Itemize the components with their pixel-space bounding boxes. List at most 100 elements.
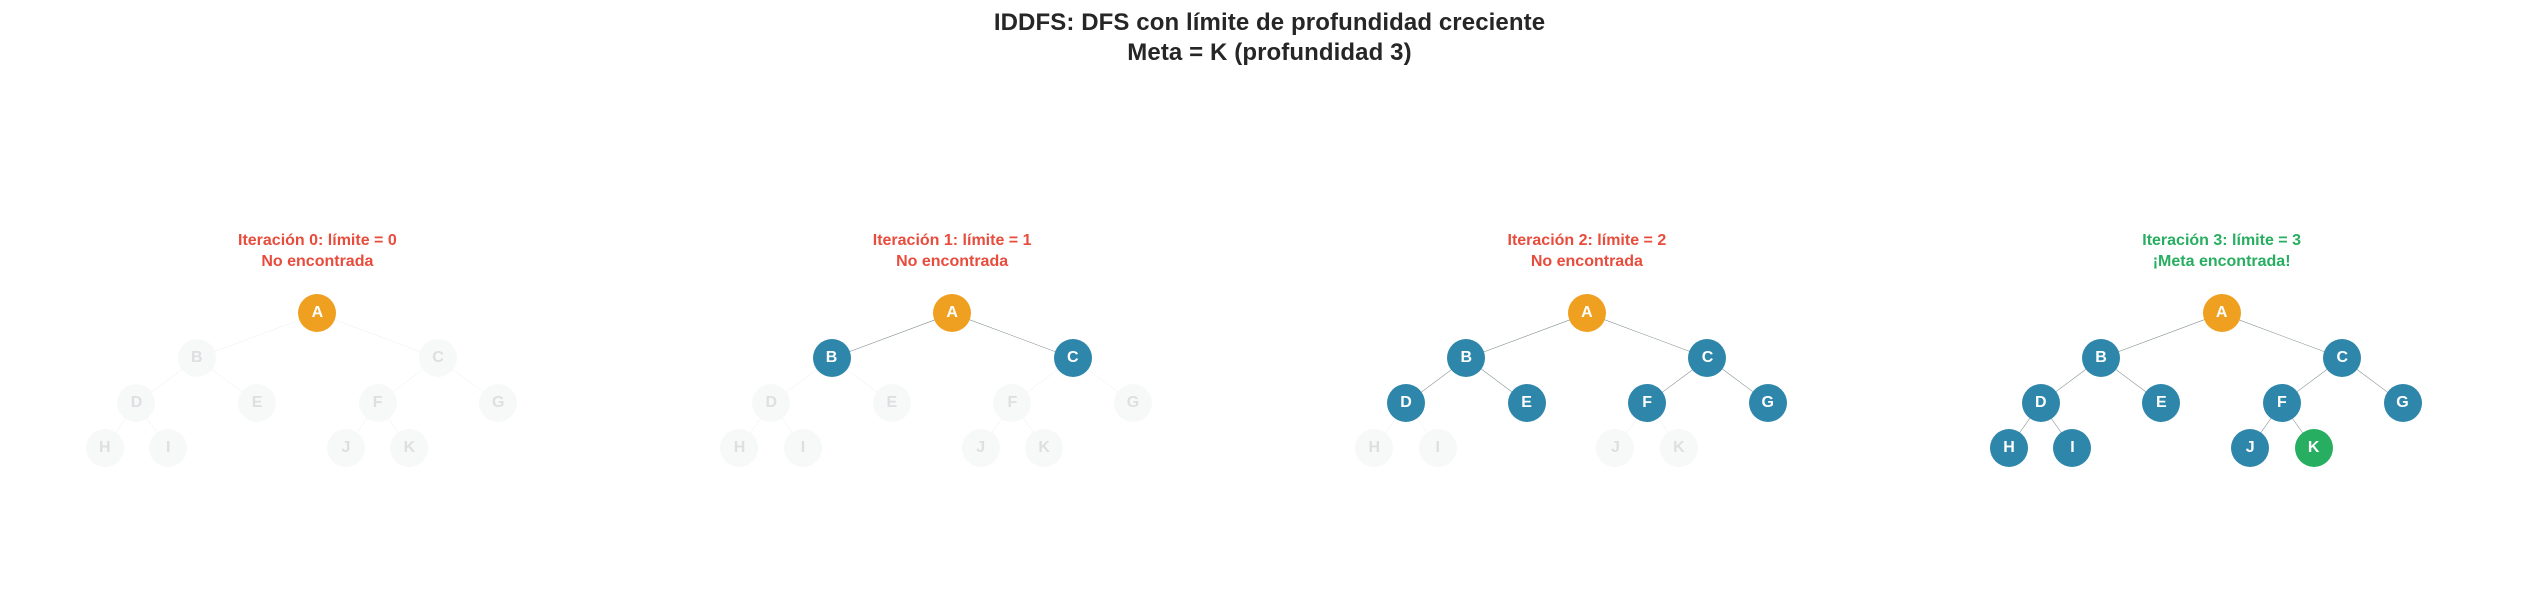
tree-edge-A-B [197,313,318,358]
tree-node-b: B [1447,339,1486,378]
tree-node-label: A [2215,304,2228,322]
tree-node-label: C [432,349,444,367]
figure-title-line-2: Meta = K (profundidad 3) [1127,39,1412,66]
tree-node-i: I [1418,429,1457,468]
tree-edge-A-B [2101,313,2222,358]
iteration-status-label: No encontrada [261,253,374,270]
tree-node-label: B [190,349,203,367]
tree-node-label: B [1460,349,1473,367]
tree-node-h: H [1355,429,1394,468]
tree-node-label: B [825,349,838,367]
tree-node-label: E [2155,394,2167,412]
tree-node-label: D [1400,394,1412,412]
tree-node-label: D [130,394,143,412]
iteration-limit-label: Iteración 1: límite = 1 [872,232,1032,249]
tree-node-b: B [2082,339,2121,378]
tree-node-j: J [2231,429,2270,468]
tree-node-c: C [1053,339,1092,378]
tree-node-a: A [298,294,337,333]
tree-node-label: J [2245,439,2255,457]
tree-node-h: H [85,429,124,468]
tree-node-label: E [251,394,263,412]
tree-node-d: D [117,384,156,423]
tree-node-label: I [800,439,806,457]
iteration-panel-3: Iteración 3: límite = 3 ¡Meta encontrada!… [1904,230,2539,599]
tree-node-a: A [2202,294,2241,333]
tree-node-k: K [1025,429,1064,468]
iteration-panel-header: Iteración 3: límite = 3 ¡Meta encontrada! [1904,230,2539,272]
tree-node-label: K [2307,439,2320,457]
tree-edge-A-C [1587,313,1708,358]
tree-node-label: K [1673,439,1685,457]
iteration-status-label: No encontrada [1530,253,1643,270]
tree-node-label: F [2277,394,2287,412]
tree-node-label: C [2336,349,2348,367]
tree-node-b: B [177,339,216,378]
tree-node-c: C [418,339,457,378]
search-tree: A B C D E F G H I J K [1904,278,2539,599]
tree-node-label: F [372,394,383,412]
tree-edge-A-C [317,313,438,358]
tree-node-label: C [1066,349,1079,367]
tree-node-label: J [976,439,986,457]
iteration-limit-label: Iteración 0: límite = 0 [238,232,397,249]
tree-node-f: F [1628,384,1667,423]
tree-edge-A-B [1466,313,1587,358]
tree-node-label: A [1581,304,1593,322]
tree-node-label: I [1435,439,1440,457]
tree-node-label: I [2070,439,2075,457]
tree-edges [1270,278,1905,599]
tree-node-h: H [720,429,759,468]
iteration-panel-header: Iteración 2: límite = 2 No encontrada [1270,230,1905,272]
search-tree: A B C D E F G H I J K [635,278,1270,599]
tree-node-e: E [872,384,911,423]
iteration-panel-header: Iteración 1: límite = 1 No encontrada [635,230,1270,272]
tree-node-label: E [1521,394,1532,412]
tree-node-k: K [1659,429,1698,468]
tree-node-j: J [326,429,365,468]
tree-node-j: J [961,429,1000,468]
tree-node-label: K [403,439,416,457]
tree-node-label: H [1368,439,1380,457]
tree-node-e: E [1507,384,1546,423]
tree-node-f: F [993,384,1032,423]
tree-node-i: I [783,429,822,468]
iteration-limit-label: Iteración 2: límite = 2 [1507,232,1667,249]
tree-node-e: E [238,384,277,423]
tree-node-label: D [765,394,777,412]
tree-node-label: C [1701,349,1714,367]
tree-node-g: G [479,384,518,423]
tree-edge-A-C [952,313,1073,358]
tree-node-label: D [2034,394,2047,412]
iteration-panel-header: Iteración 0: límite = 0 No encontrada [0,230,635,272]
tree-node-label: F [1642,394,1653,412]
tree-node-d: D [752,384,791,423]
tree-node-label: G [1126,394,1140,412]
iteration-status-label: No encontrada [896,253,1009,270]
tree-node-a: A [1567,294,1606,333]
tree-node-label: A [946,304,958,322]
iteration-status-label: ¡Meta encontrada! [2152,253,2291,270]
tree-node-f: F [2262,384,2301,423]
tree-node-g: G [2383,384,2422,423]
tree-node-label: B [2095,349,2107,367]
tree-edge-A-C [2222,313,2343,358]
tree-node-label: G [2396,394,2409,412]
tree-node-h: H [1989,429,2028,468]
tree-node-f: F [358,384,397,423]
tree-node-label: E [886,394,898,412]
tree-node-c: C [1688,339,1727,378]
figure-title: IDDFS: DFS con límite de profundidad cre… [0,8,2539,68]
tree-node-i: I [149,429,188,468]
tree-node-label: K [1038,439,1050,457]
iteration-limit-label: Iteración 3: límite = 3 [2142,232,2301,249]
tree-node-label: G [1761,394,1774,412]
tree-node-label: H [733,439,746,457]
tree-node-i: I [2053,429,2092,468]
